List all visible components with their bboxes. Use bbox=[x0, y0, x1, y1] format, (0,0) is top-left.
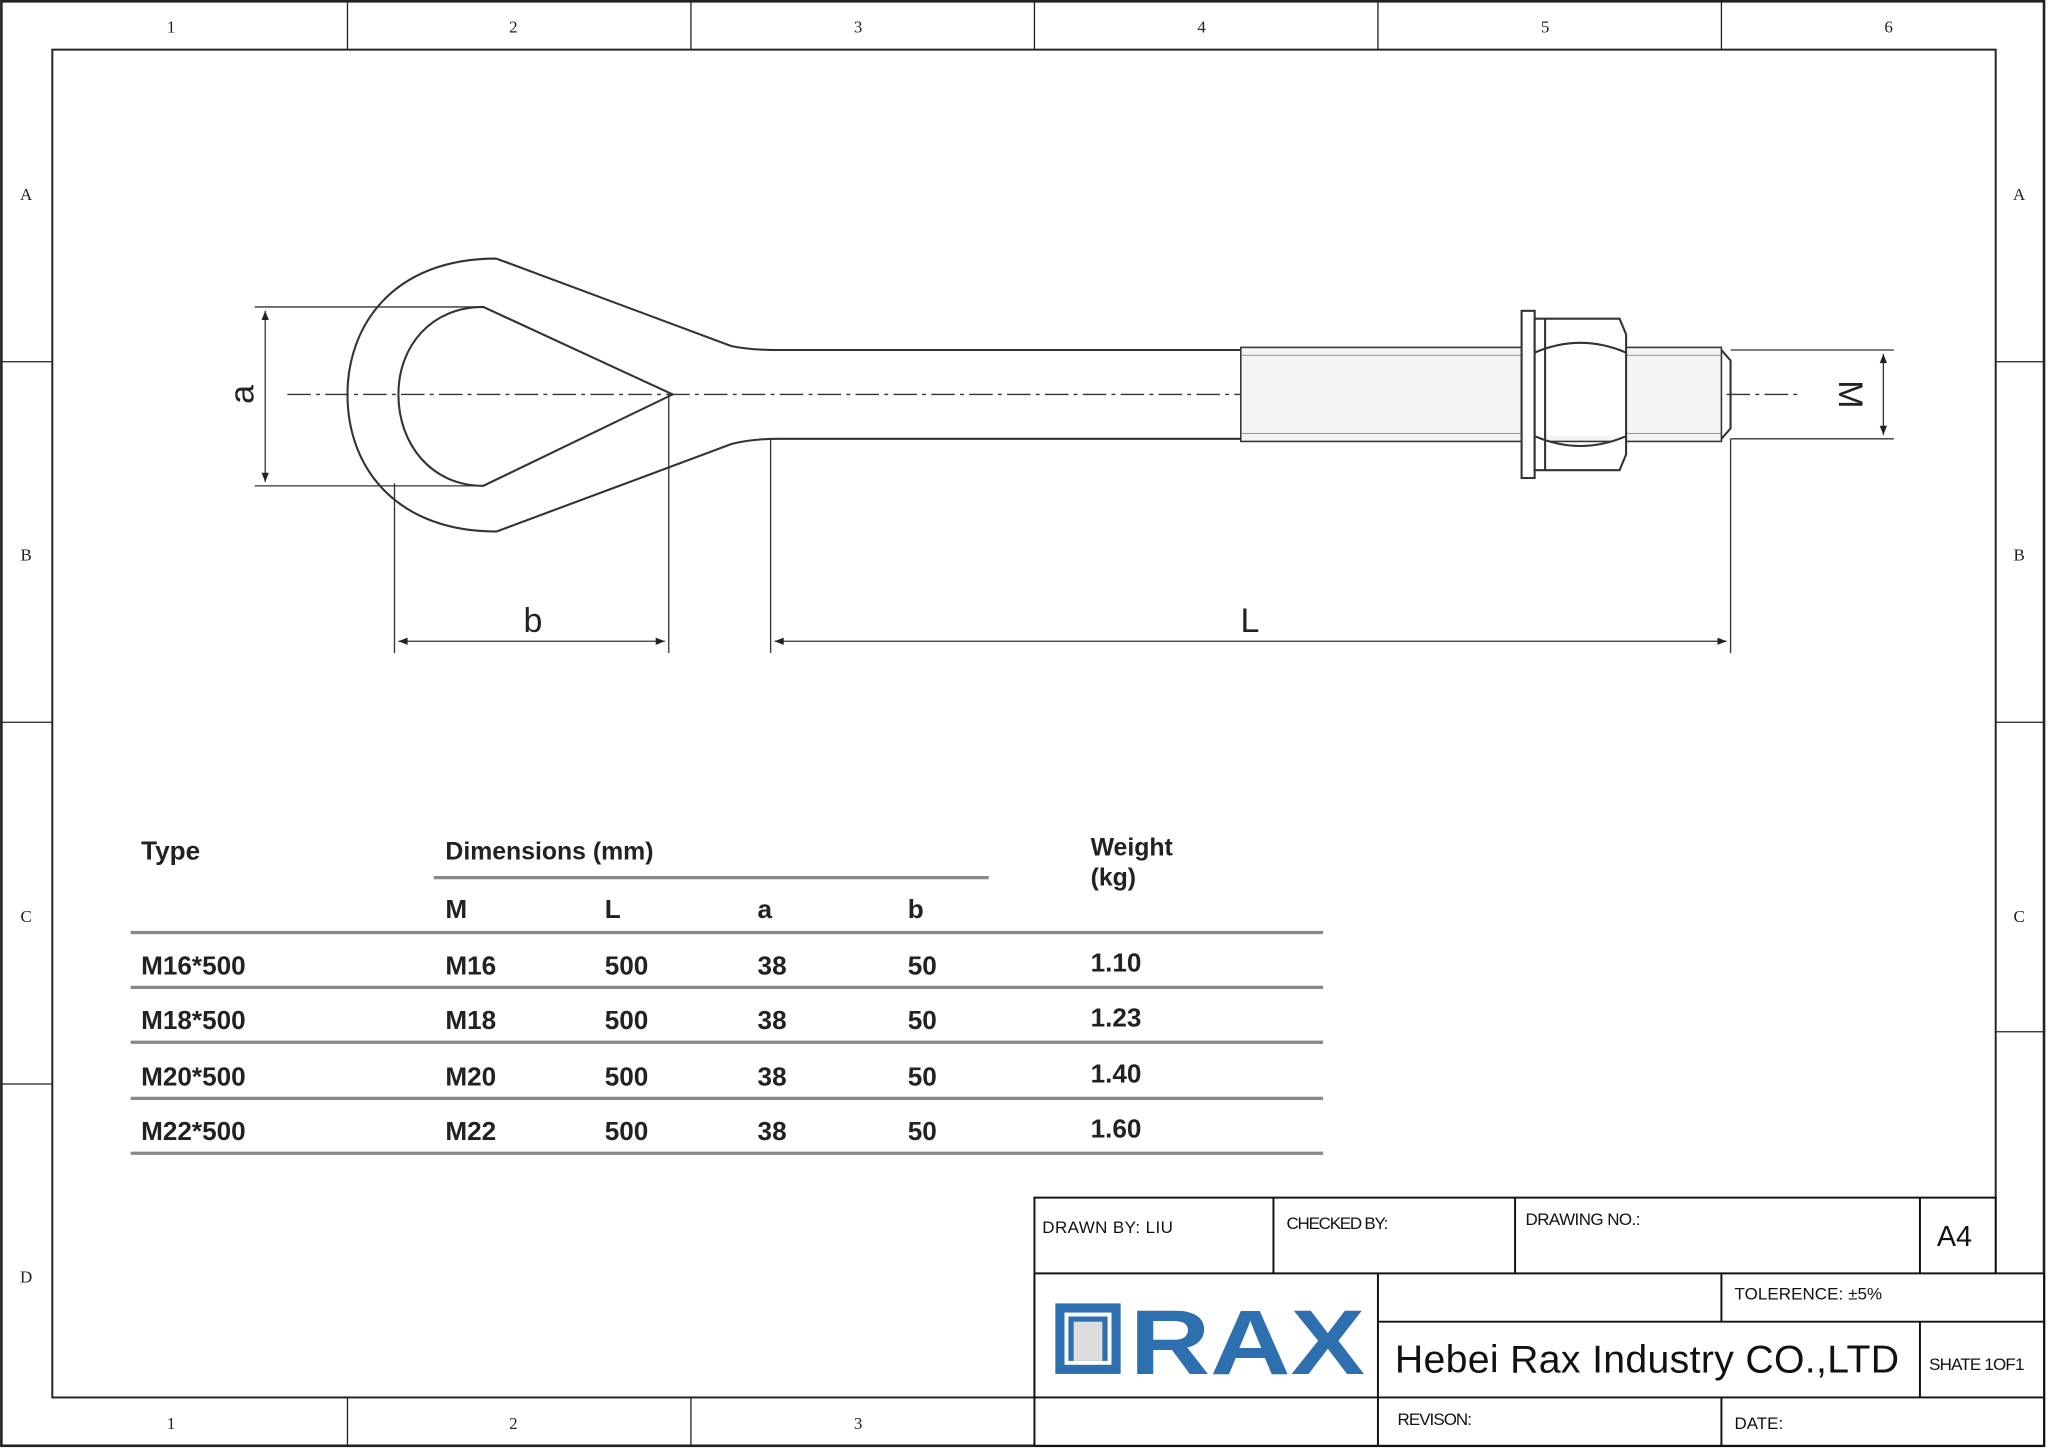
col-label: 5 bbox=[1541, 18, 1549, 37]
header-weight: Weight bbox=[1091, 834, 1173, 861]
col-label: 6 bbox=[1884, 18, 1892, 37]
svg-text:38: 38 bbox=[758, 1061, 787, 1091]
row-label: A bbox=[20, 185, 33, 204]
row-label: D bbox=[20, 1268, 32, 1287]
table-row: M18*500 M18 500 38 50 1.23 bbox=[141, 1003, 1141, 1036]
thread bbox=[1240, 346, 1723, 443]
svg-text:50: 50 bbox=[908, 1116, 937, 1146]
eye-bolt-drawing bbox=[287, 257, 1803, 533]
date: DATE: bbox=[1734, 1414, 1783, 1433]
svg-text:M16*500: M16*500 bbox=[141, 950, 246, 980]
subheader-M: M bbox=[445, 894, 467, 924]
dimension-table: Type Dimensions (mm) Weight (kg) M L a b… bbox=[130, 834, 1324, 1155]
bolt-end bbox=[1720, 349, 1732, 440]
eye-outer bbox=[346, 257, 1722, 533]
col-label: 1 bbox=[167, 1414, 175, 1433]
drawn-by: DRAWN BY: LIU bbox=[1042, 1218, 1173, 1237]
svg-text:1.10: 1.10 bbox=[1091, 948, 1142, 978]
svg-text:M16: M16 bbox=[445, 950, 496, 980]
eye-inner bbox=[397, 305, 676, 487]
svg-text:50: 50 bbox=[908, 1005, 937, 1035]
dimensions bbox=[254, 306, 1894, 654]
col-label: 3 bbox=[854, 1414, 862, 1433]
sheet-size: A4 bbox=[1937, 1221, 1972, 1253]
dim-label-M: M bbox=[1831, 380, 1869, 408]
col-label: 2 bbox=[509, 1414, 517, 1433]
svg-text:1.23: 1.23 bbox=[1091, 1003, 1142, 1033]
svg-text:M18*500: M18*500 bbox=[141, 1005, 246, 1035]
table-row: M16*500 M16 500 38 50 1.10 bbox=[141, 948, 1141, 981]
table-row: M22*500 M22 500 38 50 1.60 bbox=[141, 1114, 1141, 1147]
svg-text:38: 38 bbox=[758, 1116, 787, 1146]
sheet-number: SHATE 1OF1 bbox=[1929, 1355, 2024, 1374]
title-block: DRAWN BY: LIU CHECKED BY: DRAWING NO.: A… bbox=[1033, 1196, 2045, 1447]
svg-text:M22: M22 bbox=[445, 1116, 496, 1146]
svg-text:1.40: 1.40 bbox=[1091, 1059, 1142, 1089]
checked-by: CHECKED BY: bbox=[1287, 1214, 1389, 1233]
table-row: M20*500 M20 500 38 50 1.40 bbox=[141, 1059, 1141, 1092]
subheader-L: L bbox=[605, 894, 621, 924]
svg-text:38: 38 bbox=[758, 1005, 787, 1035]
svg-text:50: 50 bbox=[908, 1061, 937, 1091]
col-label: 4 bbox=[1197, 18, 1206, 37]
svg-text:500: 500 bbox=[605, 1116, 649, 1146]
svg-text:M22*500: M22*500 bbox=[141, 1116, 246, 1146]
row-label: B bbox=[21, 545, 32, 564]
svg-text:1.60: 1.60 bbox=[1091, 1114, 1142, 1144]
dim-label-a: a bbox=[223, 385, 261, 404]
svg-text:50: 50 bbox=[908, 950, 937, 980]
row-label: B bbox=[2014, 545, 2025, 564]
col-label: 1 bbox=[167, 18, 175, 37]
company-name: Hebei Rax Industry CO.,LTD bbox=[1395, 1339, 1899, 1382]
svg-text:500: 500 bbox=[605, 1005, 649, 1035]
svg-text:M18: M18 bbox=[445, 1005, 496, 1035]
rax-logo: RAX bbox=[1055, 1292, 1365, 1394]
subheader-a: a bbox=[758, 894, 773, 924]
header-dimensions: Dimensions (mm) bbox=[445, 838, 653, 865]
svg-text:38: 38 bbox=[758, 950, 787, 980]
svg-text:M20*500: M20*500 bbox=[141, 1061, 246, 1091]
hex-nut bbox=[1533, 317, 1628, 472]
col-label: 2 bbox=[509, 18, 517, 37]
header-type: Type bbox=[141, 835, 200, 865]
row-label: C bbox=[21, 907, 32, 926]
revision: REVISON: bbox=[1398, 1410, 1472, 1429]
row-label: A bbox=[2013, 185, 2026, 204]
svg-text:500: 500 bbox=[605, 950, 649, 980]
svg-text:500: 500 bbox=[605, 1061, 649, 1091]
drawing-no: DRAWING NO.: bbox=[1526, 1210, 1641, 1229]
dim-label-L: L bbox=[1241, 602, 1260, 640]
dim-label-b: b bbox=[523, 602, 542, 640]
washer bbox=[1520, 309, 1536, 480]
tolerance: TOLERENCE: ±5% bbox=[1734, 1285, 1882, 1304]
subheader-b: b bbox=[908, 894, 924, 924]
row-label: C bbox=[2014, 907, 2025, 926]
header-weight-unit: (kg) bbox=[1091, 864, 1136, 891]
col-label: 3 bbox=[854, 18, 862, 37]
svg-text:RAX: RAX bbox=[1130, 1292, 1365, 1394]
grid-labels: 1 2 3 4 5 6 1 2 3 A B C D A B C bbox=[20, 18, 2026, 1433]
svg-text:M20: M20 bbox=[445, 1061, 496, 1091]
